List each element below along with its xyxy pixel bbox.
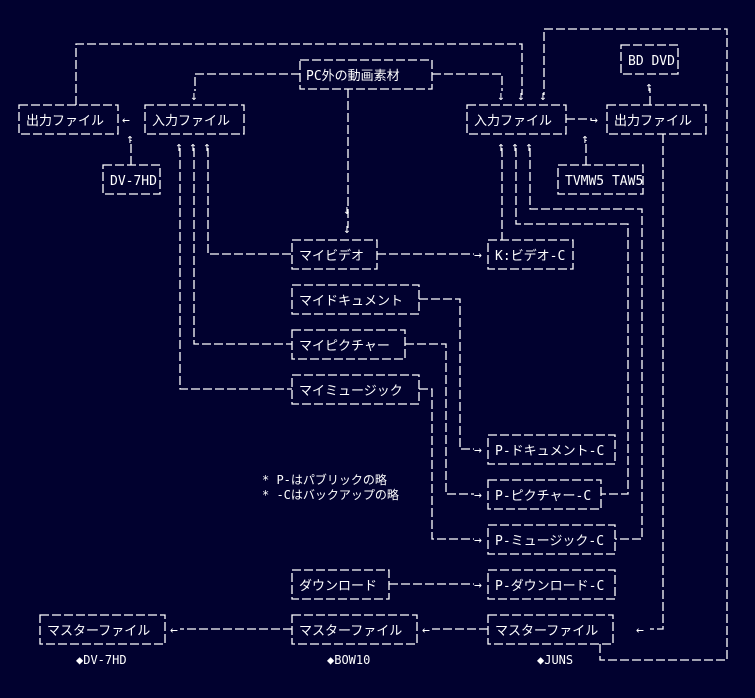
arrow-down-icon: ↓ bbox=[190, 89, 198, 104]
node-p-document-c[interactable]: P-ドキュメント-C bbox=[487, 434, 616, 465]
arrow-right-icon: → bbox=[474, 248, 482, 263]
node-label: マイミュージック bbox=[299, 384, 403, 399]
arrow-left-icon: ← bbox=[170, 623, 178, 638]
connector-my-video-to-left-input bbox=[207, 148, 292, 255]
node-label: BD DVD bbox=[628, 54, 675, 69]
connector-master-juns-to-right-input bbox=[543, 28, 728, 661]
arrow-up-icon: ↑ bbox=[189, 140, 197, 155]
node-label: マスターファイル bbox=[495, 624, 598, 639]
node-label: P-ミュージック-C bbox=[495, 534, 604, 549]
arrow-up-icon: ↑ bbox=[581, 132, 589, 147]
arrow-left-icon: ← bbox=[422, 623, 430, 638]
connector-my-picture-to-left-input bbox=[193, 148, 292, 345]
arrow-down-icon: ↓ bbox=[343, 222, 351, 237]
connector-pc-to-right-input bbox=[432, 73, 503, 91]
note-backup: * -Cはバックアップの略 bbox=[262, 487, 399, 502]
node-label: マイビデオ bbox=[299, 248, 364, 264]
node-label: TVMW5 TAW5 bbox=[565, 174, 643, 189]
machine-tag-dv7hd: ◆DV-7HD bbox=[76, 653, 127, 667]
node-left-output[interactable]: 出力ファイル bbox=[18, 104, 119, 135]
arrow-down-icon: ↓ bbox=[497, 89, 505, 104]
arrow-down-icon: ↓ bbox=[517, 89, 525, 104]
node-label: P-ダウンロード-C bbox=[495, 579, 604, 594]
arrow-up-icon: ↑ bbox=[645, 80, 653, 95]
machine-tag-juns: ◆JUNS bbox=[537, 653, 573, 667]
arrow-right-icon: → bbox=[474, 533, 482, 548]
node-label: マイピクチャー bbox=[299, 339, 390, 354]
arrow-left-icon: ← bbox=[122, 113, 130, 128]
connector-my-music-to-p-music bbox=[419, 388, 474, 540]
node-label: 出力ファイル bbox=[26, 114, 104, 129]
connector-my-picture-to-p-picture bbox=[405, 343, 474, 495]
node-label: マスターファイル bbox=[299, 624, 402, 639]
node-master-dv7hd[interactable]: マスターファイル bbox=[39, 614, 166, 645]
node-p-music-c[interactable]: P-ミュージック-C bbox=[487, 524, 616, 555]
node-master-juns[interactable]: マスターファイル bbox=[487, 614, 614, 645]
node-tvmw5[interactable]: TVMW5 TAW5 bbox=[557, 164, 644, 195]
node-label: マイドキュメント bbox=[299, 294, 403, 309]
connector-my-document-to-p-document bbox=[419, 298, 474, 450]
connector-pc-to-left-input bbox=[194, 73, 300, 91]
connector-p-picture-to-right-input bbox=[515, 148, 629, 495]
arrow-up-icon: ↑ bbox=[525, 140, 533, 155]
node-p-download-c[interactable]: P-ダウンロード-C bbox=[487, 569, 616, 600]
node-label: マスターファイル bbox=[47, 624, 150, 639]
arrow-up-icon: ↑ bbox=[126, 132, 134, 147]
node-my-video[interactable]: マイビデオ bbox=[291, 239, 378, 270]
node-label: 出力ファイル bbox=[614, 114, 692, 129]
node-left-dv7hd[interactable]: DV-7HD bbox=[102, 164, 161, 195]
node-label: 入力ファイル bbox=[474, 114, 552, 129]
node-left-input[interactable]: 入力ファイル bbox=[144, 104, 245, 135]
node-my-picture[interactable]: マイピクチャー bbox=[291, 329, 406, 360]
note-public: * P-はパブリックの略 bbox=[262, 472, 387, 487]
node-label: PC外の動画素材 bbox=[306, 69, 400, 84]
node-my-music[interactable]: マイミュージック bbox=[291, 374, 420, 405]
node-k-video-c[interactable]: K:ビデオ-C bbox=[487, 239, 574, 270]
arrow-up-icon: ↑ bbox=[175, 140, 183, 155]
node-download[interactable]: ダウンロード bbox=[291, 569, 390, 600]
arrow-left-icon: ← bbox=[636, 623, 644, 638]
arrow-up-icon: ↑ bbox=[203, 140, 211, 155]
node-label: DV-7HD bbox=[110, 174, 157, 189]
node-label: P-ピクチャー-C bbox=[495, 489, 591, 504]
node-bd-dvd[interactable]: BD DVD bbox=[620, 44, 679, 75]
connector-my-music-to-left-input bbox=[179, 148, 292, 390]
machine-tag-bow10: ◆BOW10 bbox=[327, 653, 370, 667]
arrow-right-icon: → bbox=[474, 578, 482, 593]
arrow-down-icon: ↓ bbox=[343, 203, 351, 218]
node-label: P-ドキュメント-C bbox=[495, 444, 604, 459]
node-right-input[interactable]: 入力ファイル bbox=[466, 104, 567, 135]
connector-p-music-to-right-input bbox=[529, 148, 643, 540]
node-label: K:ビデオ-C bbox=[495, 248, 565, 264]
node-label: 入力ファイル bbox=[152, 114, 230, 129]
connector-right-output-to-master-juns bbox=[650, 134, 664, 630]
arrow-right-icon: → bbox=[590, 113, 598, 128]
node-right-output[interactable]: 出力ファイル bbox=[606, 104, 707, 135]
arrow-right-icon: → bbox=[474, 488, 482, 503]
arrow-up-icon: ↑ bbox=[511, 140, 519, 155]
arrow-down-icon: ↓ bbox=[539, 89, 547, 104]
arrow-up-icon: ↑ bbox=[497, 140, 505, 155]
node-master-bow10[interactable]: マスターファイル bbox=[291, 614, 418, 645]
node-my-document[interactable]: マイドキュメント bbox=[291, 284, 420, 315]
node-label: ダウンロード bbox=[299, 579, 377, 594]
arrow-right-icon: → bbox=[474, 443, 482, 458]
node-p-picture-c[interactable]: P-ピクチャー-C bbox=[487, 479, 602, 510]
connector-left-output-to-right-input bbox=[75, 43, 523, 105]
node-pc-source[interactable]: PC外の動画素材 bbox=[299, 59, 433, 90]
